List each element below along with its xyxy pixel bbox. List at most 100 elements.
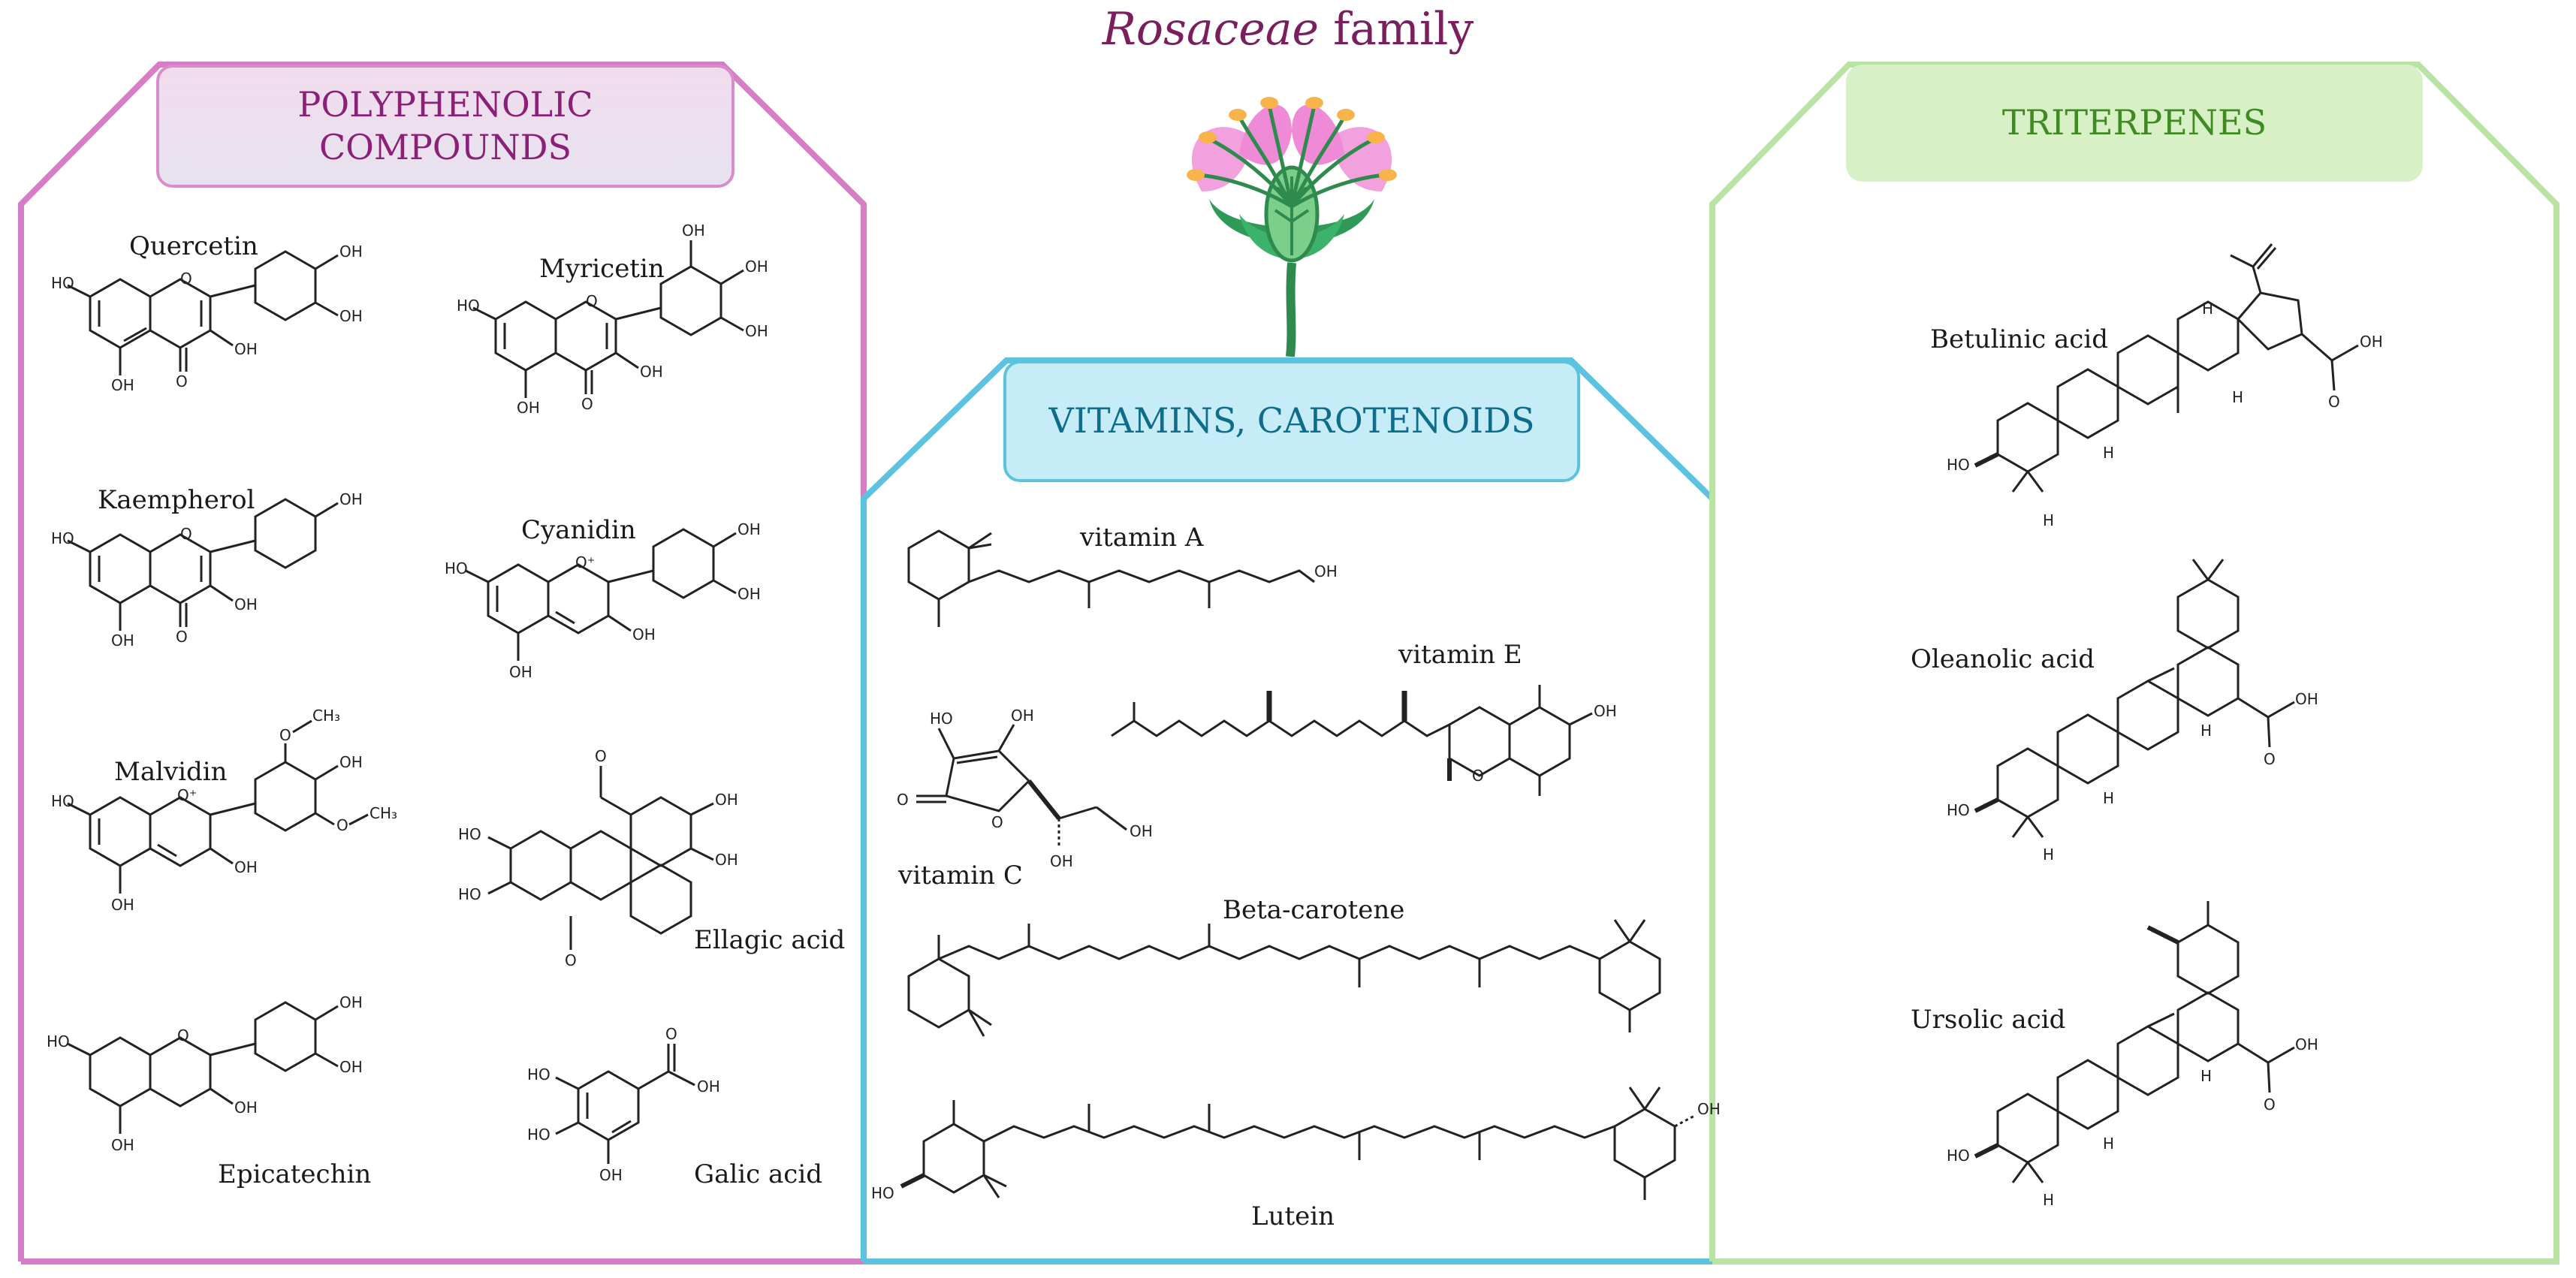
label-betulinic-acid: Betulinic acid [1930, 324, 2108, 354]
label-beta-carotene: Beta-carotene [1223, 895, 1405, 925]
atom-oh: OH [715, 851, 738, 869]
structure-vitamin-e: O OH [1104, 646, 1705, 799]
label-kaempherol: Kaempherol [98, 485, 255, 515]
triterpenes-frame [1709, 62, 2559, 1264]
atom-h: H [2103, 1135, 2114, 1153]
atom-oh: OH [339, 1058, 363, 1076]
atom-o: O [180, 270, 192, 288]
atom-ch3: CH₃ [370, 804, 397, 822]
triterpenes-header: TRITERPENES [1846, 65, 2423, 182]
polyphenolic-header-text: POLYPHENOLIC COMPOUNDS [297, 83, 593, 168]
atom-oh: OH [234, 1099, 258, 1117]
atom-oh: OH [111, 631, 134, 650]
atom-oh: OH [1697, 1100, 1721, 1118]
atom-oh: OH [339, 243, 363, 261]
structure-myricetin: O HO OH O OH OH OH OH [451, 210, 841, 454]
atom-oh: OH [738, 520, 761, 538]
atom-ho: HO [527, 1126, 550, 1144]
atom-ho: HO [457, 297, 480, 315]
atom-oh: OH [234, 340, 258, 358]
atom-ho: HO [1947, 456, 1970, 474]
structure-quercetin: O HO OH O OH OH OH [45, 210, 436, 431]
atom-h: H [2232, 388, 2243, 406]
vitamins-header-text: VITAMINS, CAROTENOIDS [1048, 400, 1535, 442]
atom-oh: OH [2295, 690, 2318, 708]
label-vitamin-a: vitamin A [1080, 523, 1204, 553]
atom-oh: OH [745, 258, 768, 276]
atom-oh: OH [1011, 707, 1034, 725]
structure-malvidin: O⁺ HO OH OH O CH₃ OH O CH₃ [45, 691, 436, 942]
vitamins-header: VITAMINS, CAROTENOIDS [1003, 360, 1580, 482]
atom-ho: HO [1947, 1147, 1970, 1165]
atom-ho: HO [51, 529, 74, 547]
atom-o: O [176, 628, 188, 646]
atom-oh: OH [1314, 562, 1338, 580]
structure-betulinic-acid: HO OH O H H H H [1923, 225, 2403, 544]
structure-oleanolic-acid: HO OH O H H H [1923, 556, 2403, 874]
atom-o-plus: O⁺ [177, 786, 197, 804]
atom-h: H [2103, 789, 2114, 807]
atom-o: O [2264, 750, 2276, 768]
atom-oh: OH [1130, 822, 1153, 840]
atom-ho: HO [871, 1184, 894, 1202]
rosaceae-flower-icon [1187, 97, 1397, 357]
atom-ho: HO [930, 710, 953, 728]
label-lutein: Lutein [1251, 1201, 1335, 1231]
atom-ho: HO [445, 559, 468, 577]
atom-oh: OH [111, 896, 134, 914]
label-myricetin: Myricetin [539, 254, 665, 284]
structure-cyanidin: O⁺ HO OH OH OH OH [443, 488, 834, 716]
atom-oh: OH [1050, 852, 1073, 870]
triterpenes-header-text: TRITERPENES [2001, 102, 2267, 143]
atom-oh: OH [339, 490, 363, 508]
atom-h: H [2043, 511, 2054, 529]
polyphenolic-header: POLYPHENOLIC COMPOUNDS [156, 65, 734, 188]
atom-h: H [2200, 1067, 2212, 1085]
atom-oh: OH [715, 791, 738, 809]
atom-ho: HO [1947, 801, 1970, 819]
atom-och3: O [336, 816, 348, 834]
atom-o: O [1472, 767, 1484, 785]
atom-oh: OH [682, 222, 705, 240]
structure-vitamin-a: OH [894, 503, 1404, 656]
atom-o: O [586, 292, 598, 310]
atom-o-plus: O⁺ [575, 553, 595, 571]
atom-ho: HO [51, 274, 74, 292]
atom-o: O [2328, 393, 2340, 411]
label-ellagic-acid: Ellagic acid [694, 925, 846, 955]
atom-oh: OH [111, 1136, 134, 1154]
atom-oh: OH [599, 1166, 623, 1184]
atom-o: O [595, 747, 607, 765]
atom-o: O [897, 791, 909, 809]
atom-h: H [2202, 300, 2213, 318]
label-epicatechin: Epicatechin [218, 1159, 372, 1189]
atom-oh: OH [1594, 702, 1617, 720]
structure-epicatechin: O HO OH OH OH OH [45, 961, 436, 1189]
atom-oh: OH [339, 753, 363, 771]
atom-oh: OH [509, 663, 532, 681]
atom-o: O [581, 395, 593, 413]
structure-galic-acid: O OH HO HO OH [518, 1014, 789, 1242]
atom-oh: OH [738, 585, 761, 603]
label-vitamin-c: vitamin C [898, 861, 1023, 891]
label-vitamin-e: vitamin E [1398, 640, 1522, 670]
title-suffix: family [1319, 3, 1474, 56]
atom-oh: OH [339, 993, 363, 1011]
label-oleanolic-acid: Oleanolic acid [1911, 644, 2095, 674]
atom-o: O [176, 372, 188, 390]
structure-vitamin-c: HO OH O O OH OH [879, 683, 1209, 904]
label-ursolic-acid: Ursolic acid [1911, 1005, 2066, 1035]
atom-oh: OH [111, 376, 134, 394]
atom-o: O [177, 1026, 189, 1044]
structure-lutein: HO OH [871, 1066, 1721, 1212]
atom-ho: HO [527, 1066, 550, 1084]
structure-ellagic-acid: O O OH OH HO HO [458, 736, 796, 994]
atom-oh: OH [339, 307, 363, 325]
atom-oh: OH [697, 1078, 720, 1096]
family-name: Rosaceae [1102, 3, 1320, 56]
atom-h: H [2200, 722, 2212, 740]
atom-oh: OH [2360, 333, 2383, 351]
atom-h: H [2103, 444, 2114, 462]
atom-o: O [991, 813, 1003, 831]
atom-ho: HO [51, 792, 74, 810]
